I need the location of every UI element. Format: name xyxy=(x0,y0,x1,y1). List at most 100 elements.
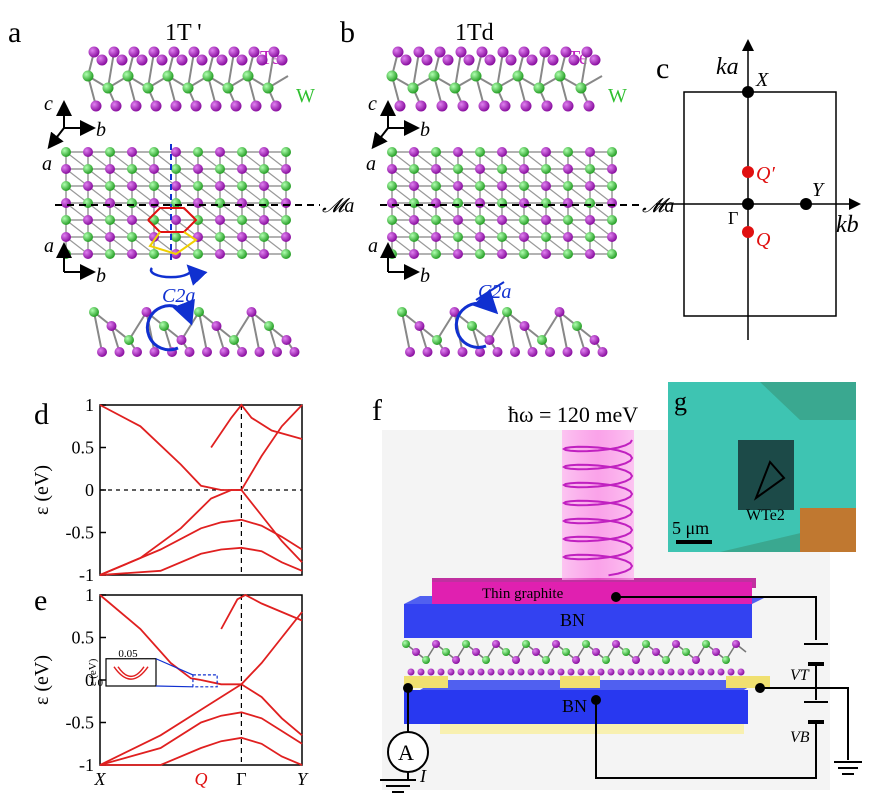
te-atom xyxy=(237,164,247,174)
axis-a-label-a2: a xyxy=(44,235,54,257)
te-atom xyxy=(512,656,520,664)
te-atom xyxy=(472,648,480,656)
bond xyxy=(541,311,561,341)
te-atom xyxy=(497,249,507,259)
te-atom xyxy=(176,54,188,66)
te-atom xyxy=(499,100,511,112)
te-atom xyxy=(421,54,433,66)
w-atom xyxy=(127,232,137,242)
te-atom xyxy=(105,198,115,208)
te-atom xyxy=(607,232,617,242)
w-atom xyxy=(563,181,573,191)
axes-ab-b: a b xyxy=(368,235,430,287)
te-atom xyxy=(457,668,465,676)
w-atom xyxy=(491,82,503,94)
te-atom xyxy=(127,249,137,259)
te-atom xyxy=(176,335,187,345)
battery-vt xyxy=(804,643,828,666)
top-view-lattice-a xyxy=(61,147,291,259)
te-atom xyxy=(585,147,595,157)
te-atom xyxy=(442,54,454,66)
w-atom xyxy=(281,215,291,225)
w-atom xyxy=(193,147,203,157)
te-atom xyxy=(149,198,159,208)
w-atom xyxy=(409,164,419,174)
zoom-line xyxy=(155,658,194,676)
w-atom xyxy=(61,181,71,191)
te-atom xyxy=(412,648,420,656)
scale-label: 5 μm xyxy=(672,518,709,538)
te-atom xyxy=(415,100,427,112)
panel-b-title: 1Td xyxy=(455,20,494,46)
wte2-layer xyxy=(402,640,747,676)
te-atom xyxy=(617,668,625,676)
te-atom xyxy=(193,164,203,174)
w-atom xyxy=(428,70,440,82)
w-atom xyxy=(105,147,115,157)
te-atom xyxy=(436,100,448,112)
te-atom xyxy=(497,668,505,676)
te-atom xyxy=(457,347,468,357)
battery-vb xyxy=(804,701,828,724)
w-atom xyxy=(519,181,529,191)
te-atom xyxy=(149,164,159,174)
w-atom xyxy=(264,321,274,331)
w-atom xyxy=(142,82,154,94)
te-atom xyxy=(188,46,200,58)
te-atom xyxy=(541,249,551,259)
te-atom xyxy=(211,321,222,331)
ammeter-label: A xyxy=(398,740,414,765)
te-atom xyxy=(497,147,507,157)
y-point xyxy=(800,198,812,210)
panel-a: a 1T ' Te W c b a 𝓜a a b C2a xyxy=(8,16,354,357)
y-label: Y xyxy=(812,179,825,201)
band-line xyxy=(99,594,202,681)
te-atom xyxy=(246,307,257,317)
te-atom xyxy=(193,198,203,208)
ammeter xyxy=(387,731,429,773)
te-atom xyxy=(632,656,640,664)
w-atom xyxy=(475,147,485,157)
w-atom xyxy=(124,335,134,345)
current-label: I xyxy=(419,766,427,786)
te-atom xyxy=(230,100,242,112)
te-atom xyxy=(737,668,745,676)
te-atom xyxy=(527,668,535,676)
w-atom xyxy=(182,82,194,94)
te-atom xyxy=(281,164,291,174)
w-atom xyxy=(102,82,114,94)
axes-cba-b: c b a xyxy=(366,93,430,175)
te-atom xyxy=(250,100,262,112)
te-atom xyxy=(170,100,182,112)
bond xyxy=(488,311,508,341)
te-atom xyxy=(607,668,615,676)
graphite-label: Thin graphite xyxy=(482,586,564,602)
te-atom xyxy=(61,198,71,208)
te-atom xyxy=(259,147,269,157)
te-atom xyxy=(270,100,282,112)
te-atom xyxy=(276,54,288,66)
w-atom xyxy=(449,82,461,94)
scale-bar xyxy=(676,540,712,544)
y-tick-label: 1 xyxy=(85,585,94,605)
te-atom xyxy=(422,347,433,357)
w-atom xyxy=(453,164,463,174)
te-atom xyxy=(518,46,530,58)
te-atom xyxy=(409,147,419,157)
te-atom xyxy=(707,668,715,676)
axis-a-label-b: a xyxy=(366,153,376,175)
te-atom xyxy=(256,54,268,66)
te-atom xyxy=(413,46,425,58)
w-atom xyxy=(281,249,291,259)
te-atom xyxy=(612,640,620,648)
y-tick-label: -0.5 xyxy=(66,523,95,543)
w-atom xyxy=(387,147,397,157)
te-atom xyxy=(607,198,617,208)
te-atom xyxy=(281,232,291,242)
w-atom xyxy=(386,70,398,82)
w-atom xyxy=(722,656,730,664)
te-atom xyxy=(637,668,645,676)
w-atom xyxy=(215,198,225,208)
w-atom xyxy=(607,147,617,157)
